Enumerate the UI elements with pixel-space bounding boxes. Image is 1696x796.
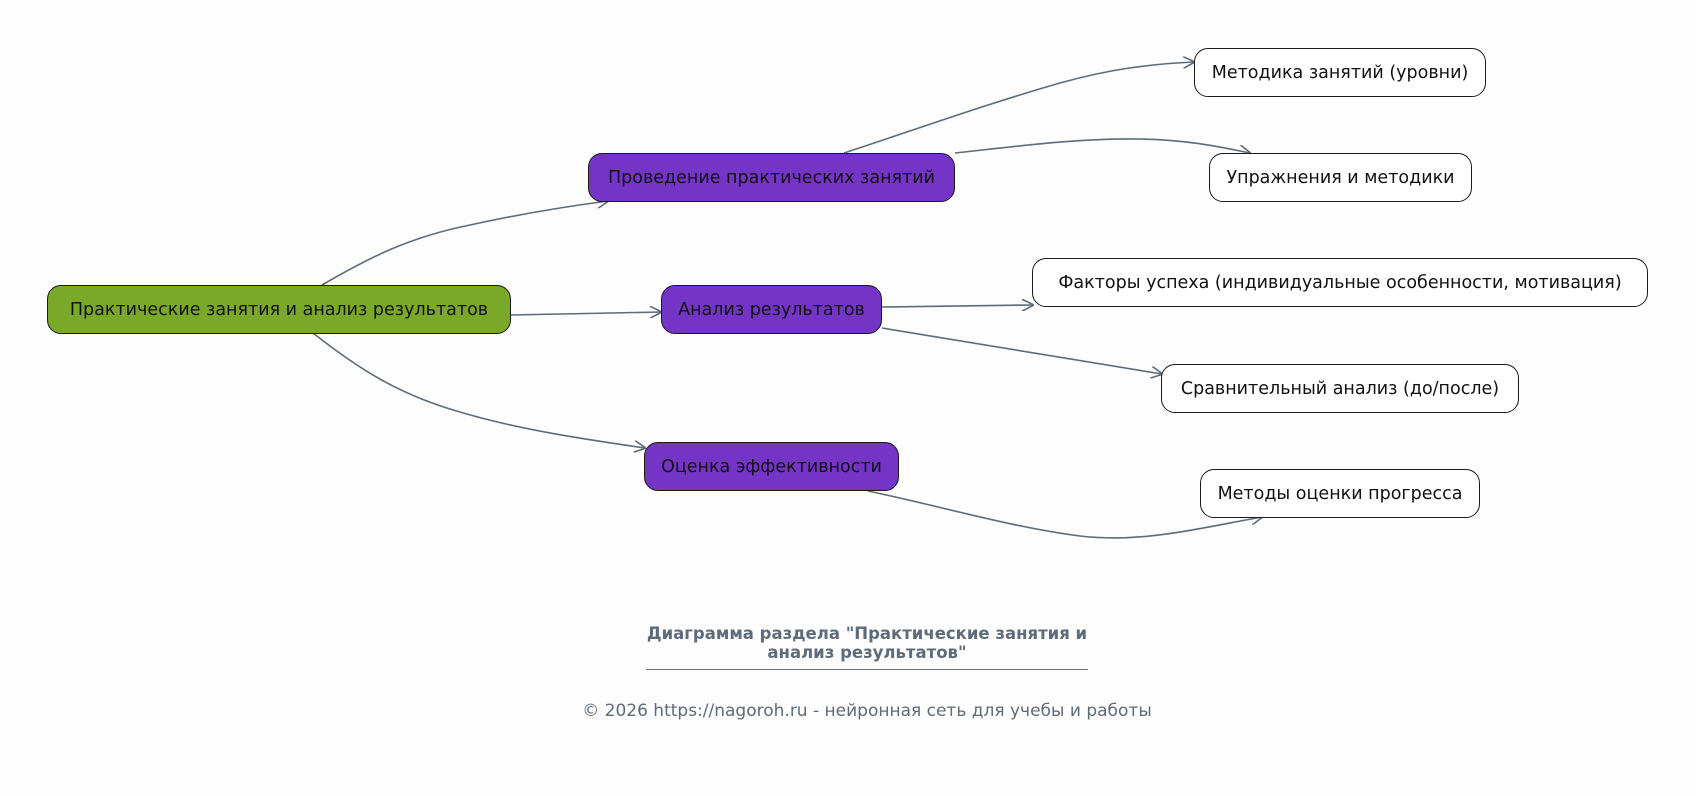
edge-root-to-analysis: [510, 312, 661, 315]
copyright-text: © 2026 https://nagoroh.ru - нейронная се…: [582, 701, 1152, 721]
root-node[interactable]: Практические занятия и анализ результато…: [47, 285, 511, 334]
edge-analysis-to-comparative: [881, 327, 1162, 374]
edge-conduct-to-exercises: [954, 138, 1250, 153]
leaf-node-success-factors[interactable]: Факторы успеха (индивидуальные особеннос…: [1032, 258, 1648, 307]
caption-title-line1: Диаграмма раздела "Практические занятия …: [646, 624, 1088, 643]
edge-conduct-to-methodology: [843, 62, 1194, 154]
edge-analysis-to-factors: [881, 305, 1033, 307]
branch-node-evaluation[interactable]: Оценка эффективности: [644, 442, 899, 491]
leaf-node-exercises[interactable]: Упражнения и методики: [1209, 153, 1472, 202]
edge-evaluation-to-methods: [867, 490, 1262, 539]
branch-node-analysis[interactable]: Анализ результатов: [661, 285, 882, 334]
branch-node-conduct[interactable]: Проведение практических занятий: [588, 153, 955, 202]
edge-root-to-evaluation: [312, 332, 645, 448]
diagram-caption-title: Диаграмма раздела "Практические занятия …: [0, 624, 1696, 662]
caption-divider: [646, 669, 1088, 670]
caption-title-line2: анализ результатов": [767, 643, 967, 662]
leaf-node-progress-methods[interactable]: Методы оценки прогресса: [1200, 469, 1480, 518]
edge-root-to-conduct: [321, 201, 608, 286]
leaf-node-methodology[interactable]: Методика занятий (уровни): [1194, 48, 1486, 97]
leaf-node-comparative-analysis[interactable]: Сравнительный анализ (до/после): [1161, 364, 1519, 413]
